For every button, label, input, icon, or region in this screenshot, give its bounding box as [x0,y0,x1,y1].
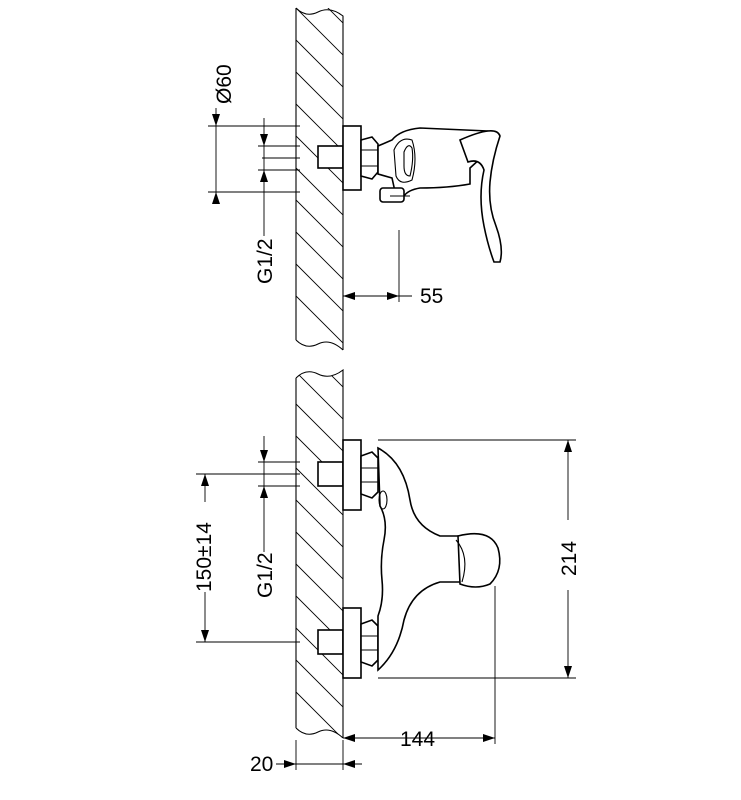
dim-projection-label: 55 [420,285,443,308]
wall-hatching-front [296,308,396,792]
flange-lower [343,608,361,678]
front-view: G1/2 150±14 214 144 20 [188,308,582,792]
pipe-stub-top [318,146,343,168]
top-view: Ø60 G1/2 55 [208,0,501,396]
wall-outline-top [296,8,343,350]
dim-length-label: 144 [400,728,435,751]
escutcheon-flange-top [343,126,361,190]
mixer-body-front [378,448,462,670]
nut-lower [361,620,378,666]
union-nut-top [361,137,378,179]
dim-height-label: 214 [558,541,581,576]
dim-thread-label-top: G1/2 [254,238,277,284]
pipe-stub-lower [318,630,343,654]
dim-wall-label: 20 [250,753,273,776]
dim-spacing-label: 150±14 [193,522,216,592]
pipe-stub-upper [318,462,343,486]
wall-outline-front [296,370,343,738]
dim-thread-label-front: G1/2 [254,552,277,598]
lever-handle-top [460,131,501,262]
dim-diameter-label: Ø60 [213,64,236,104]
flange-upper [343,440,361,510]
outlet-top [380,188,404,202]
nut-upper [361,452,378,498]
